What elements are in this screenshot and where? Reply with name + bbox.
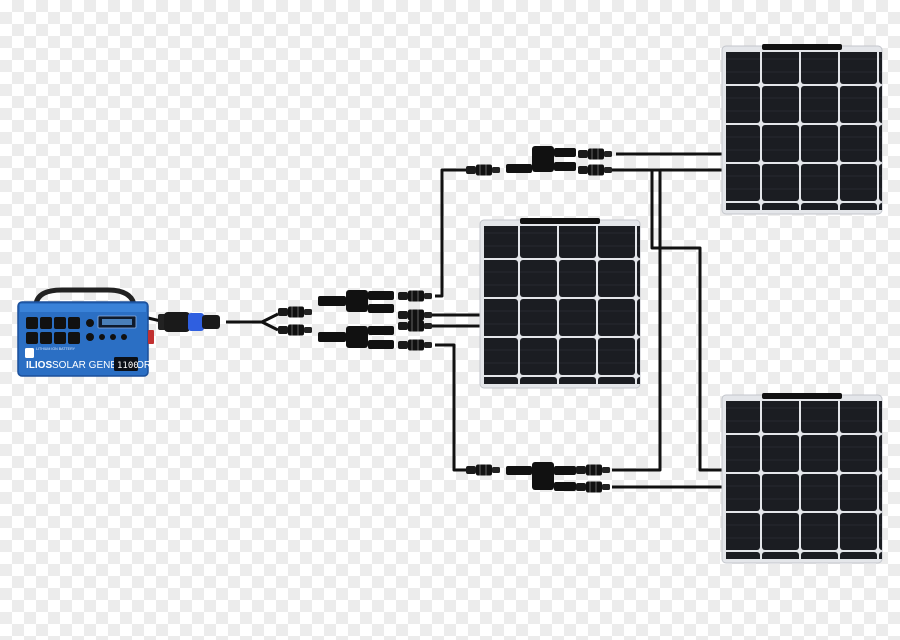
mc4-connector-icon (278, 306, 312, 336)
solar-panel-top-right (721, 44, 883, 215)
ac-outlets (26, 317, 80, 344)
carry-handle (33, 287, 137, 305)
solar-panel-middle (479, 218, 641, 389)
cable-upper-trunk (435, 168, 466, 298)
brand-name: ILIOS (26, 360, 52, 371)
model-name: SOLAR GENERATOR (52, 360, 151, 371)
cable-lower-trunk (435, 343, 466, 472)
brand-logo-icon (25, 348, 34, 358)
y-branch-connector-icon (318, 146, 576, 491)
capacity-label: 1100 (117, 361, 139, 371)
solar-generator: LITHIUM ION BATTERY ILIOS SOLAR GENERATO… (17, 287, 154, 377)
cable-adapter-to-y (226, 312, 279, 324)
solar-panel-bottom-right (721, 393, 883, 564)
cable-network (147, 152, 724, 489)
anderson-adapter-icon (158, 312, 220, 332)
battery-type-label: LITHIUM ION BATTERY (36, 347, 76, 351)
dc-ports (86, 319, 127, 341)
